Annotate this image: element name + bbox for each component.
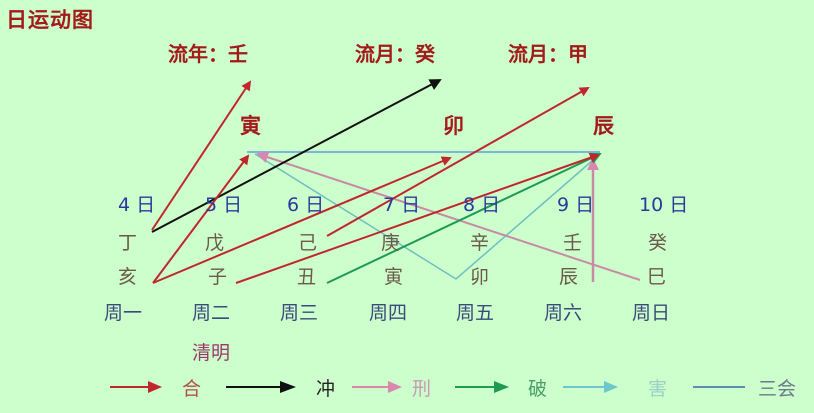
flow-year-label: 流年：壬 <box>168 42 248 66</box>
day-10-date: 10 日 <box>639 194 689 216</box>
day-6-date: 6 日 <box>287 194 325 216</box>
day-8-branch: 卯 <box>470 266 490 288</box>
day-7-stem: 庚 <box>381 232 401 254</box>
hai-lines <box>254 153 601 280</box>
top-branch-mao: 卯 <box>443 114 464 138</box>
legend-sanhui-label: 三会 <box>758 378 797 400</box>
legend-chong-arrow-icon <box>226 381 296 393</box>
legend-chong-label: 冲 <box>316 378 336 400</box>
day-9-weekday: 周六 <box>544 302 583 324</box>
day-5-stem: 戊 <box>205 232 225 254</box>
top-branch-chen: 辰 <box>593 114 614 138</box>
day-10-weekday: 周日 <box>632 302 671 324</box>
legend-xing-label: 刑 <box>412 378 432 400</box>
legend-po-label: 破 <box>528 378 548 400</box>
day-4-weekday: 周一 <box>104 302 143 324</box>
day-8-weekday: 周五 <box>456 302 495 324</box>
solar-term-note: 清明 <box>192 342 231 364</box>
day-8-date: 8 日 <box>463 194 501 216</box>
flow-month-gui-label: 流月：癸 <box>355 42 435 66</box>
day-4-stem: 丁 <box>118 232 138 254</box>
day-7-branch: 寅 <box>384 266 404 288</box>
day-8-stem: 辛 <box>470 232 490 254</box>
legend-hai-label: 害 <box>648 378 668 400</box>
day-4-branch: 亥 <box>118 266 138 288</box>
day-10-branch: 巳 <box>647 266 667 288</box>
legend-po-arrow-icon <box>455 381 509 393</box>
flow-month-jia-label: 流月：甲 <box>508 42 588 66</box>
legend-he-arrow-icon <box>110 381 162 393</box>
day-4-date: 4 日 <box>118 194 156 216</box>
chong-lines <box>151 79 442 233</box>
legend-hai-arrow-icon <box>563 381 618 393</box>
day-5-date: 5 日 <box>205 194 243 216</box>
day-6-weekday: 周三 <box>280 302 319 324</box>
legend-he-label: 合 <box>182 378 202 400</box>
day-5-branch: 子 <box>208 266 228 288</box>
top-branch-yin: 寅 <box>240 114 261 138</box>
legend-xing-arrow-icon <box>352 381 402 393</box>
po-lines <box>326 152 602 284</box>
day-9-stem: 壬 <box>563 232 583 254</box>
day-6-branch: 丑 <box>297 266 317 288</box>
day-10-stem: 癸 <box>648 232 668 254</box>
day-9-date: 9 日 <box>557 194 595 216</box>
day-5-weekday: 周二 <box>192 302 231 324</box>
day-6-stem: 己 <box>298 232 318 254</box>
day-7-date: 7 日 <box>383 194 421 216</box>
day-7-weekday: 周四 <box>369 302 408 324</box>
day-9-branch: 辰 <box>559 266 579 288</box>
xing-lines <box>256 151 641 282</box>
he-lines <box>151 80 600 284</box>
diagram-title: 日运动图 <box>6 8 94 32</box>
